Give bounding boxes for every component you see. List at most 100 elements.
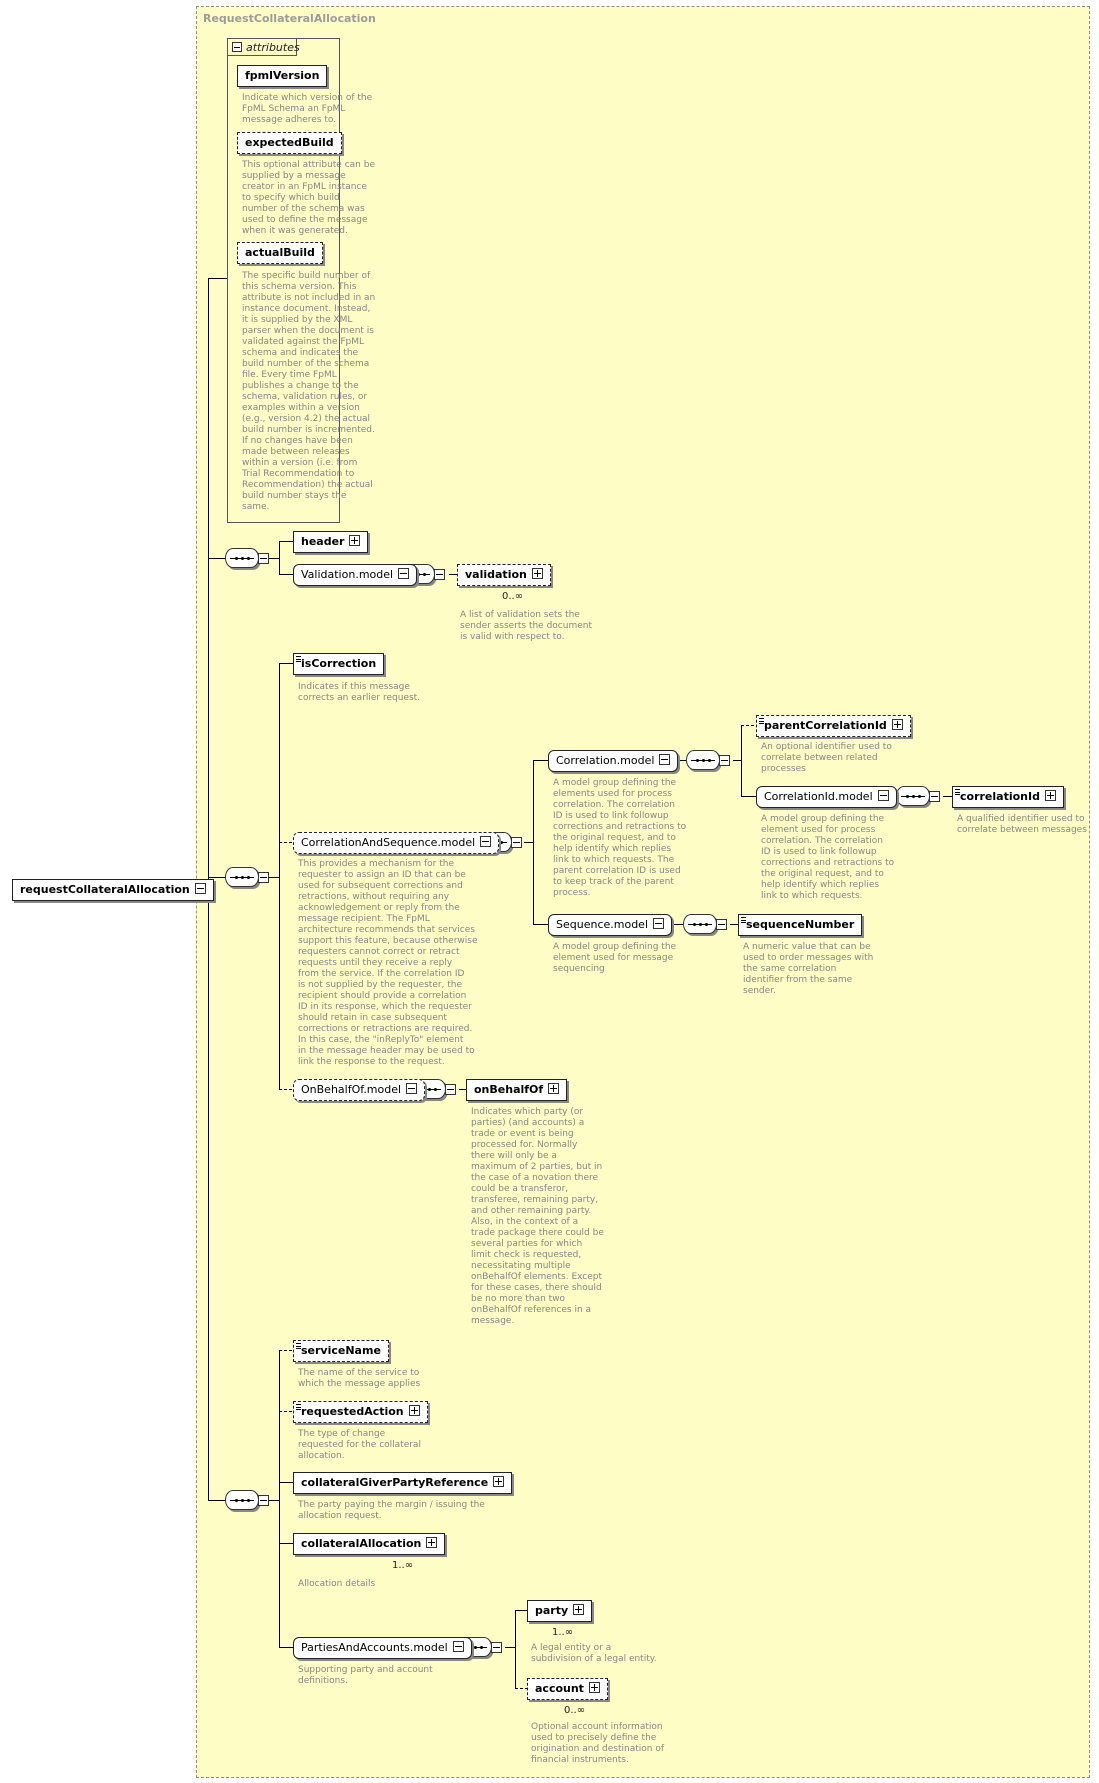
expand-icon[interactable] [588, 1682, 600, 1693]
collapse-icon[interactable] [194, 883, 206, 894]
attribute-label: fpmlVersion [245, 69, 320, 82]
group-description: Supporting party and account definitions… [298, 1665, 433, 1686]
sequence-compositor-icon[interactable] [686, 750, 720, 770]
expand-icon[interactable] [891, 719, 903, 730]
element-description: A list of validation sets the sender ass… [460, 610, 592, 642]
expand-icon[interactable] [573, 1604, 585, 1615]
group-parties-and-accounts-model[interactable]: PartiesAndAccounts.model [293, 1637, 472, 1659]
collapse-icon[interactable] [452, 1641, 464, 1652]
group-label: PartiesAndAccounts.model [301, 1641, 448, 1654]
cardinality-label: 1..∞ [552, 1627, 574, 1638]
collapse-icon[interactable] [480, 836, 492, 847]
element-label: correlationId [960, 790, 1040, 803]
element-is-correction[interactable]: isCorrection [293, 653, 385, 675]
element-description: A legal entity or a subdivision of a leg… [531, 1643, 657, 1664]
element-header[interactable]: header [293, 531, 369, 553]
element-description: Indicates if this message corrects an ea… [298, 682, 421, 703]
simple-content-icon [741, 917, 746, 923]
element-on-behalf-of[interactable]: onBehalfOf [466, 1079, 568, 1101]
collapse-icon[interactable] [434, 569, 445, 580]
group-description: A model group defining the elements used… [553, 778, 687, 898]
element-description: A qualified identifier used to correlate… [957, 814, 1087, 835]
element-description: The name of the service to which the mes… [298, 1368, 421, 1389]
expand-icon[interactable] [408, 1405, 420, 1416]
element-correlation-id[interactable]: correlationId [952, 786, 1064, 808]
element-label: validation [465, 568, 527, 581]
element-description: A numeric value that can be used to orde… [743, 942, 874, 996]
attribute-description: This optional attribute can be supplied … [242, 160, 375, 236]
group-on-behalf-of-model[interactable]: OnBehalfOf.model [293, 1079, 426, 1101]
element-requested-action[interactable]: requestedAction [293, 1401, 428, 1423]
cardinality-label: 0..∞ [564, 1705, 586, 1716]
attributes-tab[interactable]: attributes [227, 38, 300, 56]
simple-content-icon [296, 1343, 301, 1349]
group-description: A model group defining the element used … [553, 942, 677, 974]
collapse-icon[interactable] [258, 872, 269, 883]
group-validation-model[interactable]: Validation.model [293, 564, 418, 586]
element-collateral-allocation[interactable]: collateralAllocation [293, 1533, 446, 1555]
collapse-icon[interactable] [398, 568, 410, 579]
attributes-label: attributes [246, 41, 300, 54]
element-parent-correlation-id[interactable]: parentCorrelationId [756, 715, 911, 737]
element-account[interactable]: account [527, 1678, 608, 1700]
expand-icon[interactable] [426, 1537, 438, 1548]
collapse-icon[interactable] [659, 754, 671, 765]
collapse-icon[interactable] [445, 1084, 456, 1095]
simple-content-icon [955, 789, 960, 795]
simple-content-icon [296, 1404, 301, 1410]
collapse-icon[interactable] [258, 553, 269, 564]
region-title: RequestCollateralAllocation [203, 12, 376, 25]
element-collateral-giver-party-reference[interactable]: collateralGiverPartyReference [293, 1472, 513, 1494]
element-party[interactable]: party [527, 1600, 593, 1622]
element-label: onBehalfOf [474, 1083, 544, 1096]
group-sequence-model[interactable]: Sequence.model [548, 914, 673, 936]
collapse-icon[interactable] [877, 790, 889, 801]
group-correlation-and-sequence-model[interactable]: CorrelationAndSequence.model [293, 832, 500, 854]
collapse-icon[interactable] [491, 1642, 502, 1653]
group-description: A model group defining the element used … [761, 814, 895, 901]
expand-icon[interactable] [493, 1476, 505, 1487]
collapse-icon[interactable] [929, 791, 940, 802]
expand-icon[interactable] [531, 568, 543, 579]
element-service-name[interactable]: serviceName [293, 1340, 389, 1362]
attribute-fpml-version[interactable]: fpmlVersion [237, 65, 328, 87]
sequence-compositor-icon[interactable] [225, 548, 259, 568]
expand-icon[interactable] [1044, 790, 1056, 801]
sequence-compositor-icon[interactable] [225, 1490, 259, 1510]
root-element-request-collateral-allocation[interactable]: requestCollateralAllocation [12, 879, 214, 901]
collapse-icon[interactable] [716, 919, 727, 930]
collapse-icon[interactable] [511, 837, 522, 848]
attribute-label: actualBuild [245, 246, 315, 259]
cardinality-label: 0..∞ [502, 591, 524, 602]
collapse-icon[interactable] [258, 1495, 269, 1506]
group-label: OnBehalfOf.model [301, 1083, 402, 1096]
group-label: CorrelationAndSequence.model [301, 836, 476, 849]
element-description: Optional account information used to pre… [531, 1722, 664, 1765]
collapse-icon[interactable] [719, 755, 730, 766]
sequence-compositor-icon[interactable] [225, 867, 259, 887]
sequence-compositor-icon[interactable] [683, 914, 717, 934]
group-correlation-model[interactable]: Correlation.model [548, 750, 679, 772]
group-label: Correlation.model [556, 754, 655, 767]
collapse-icon[interactable] [232, 42, 242, 52]
element-label: parentCorrelationId [764, 719, 887, 732]
element-validation[interactable]: validation [457, 564, 551, 586]
group-correlation-id-model[interactable]: CorrelationId.model [756, 786, 897, 808]
group-description: This provides a mechanism for the reques… [298, 859, 478, 1067]
element-label: header [301, 535, 345, 548]
attribute-description: The specific build number of this schema… [242, 271, 376, 512]
element-sequence-number[interactable]: sequenceNumber [738, 914, 863, 936]
collapse-icon[interactable] [653, 918, 665, 929]
element-description: Indicates which party (or parties) (and … [471, 1107, 604, 1326]
element-label: collateralAllocation [301, 1537, 422, 1550]
collapse-icon[interactable] [406, 1083, 418, 1094]
attribute-expected-build[interactable]: expectedBuild [237, 132, 342, 154]
element-label: serviceName [301, 1344, 381, 1357]
expand-icon[interactable] [548, 1083, 560, 1094]
element-label: party [535, 1604, 569, 1617]
attribute-actual-build[interactable]: actualBuild [237, 242, 323, 264]
simple-content-icon [296, 656, 301, 662]
sequence-compositor-icon[interactable] [896, 786, 930, 806]
expand-icon[interactable] [349, 535, 361, 546]
